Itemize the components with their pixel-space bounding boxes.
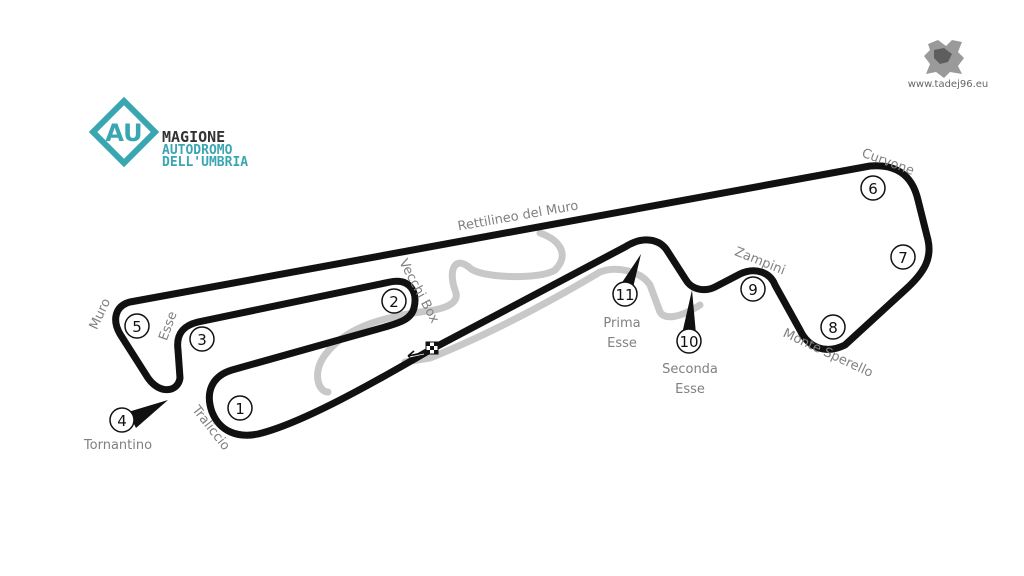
corner-marker-7: 7 (890, 244, 916, 270)
corner-marker-11: 11 (612, 254, 641, 307)
label-curvone: Curvone (860, 146, 916, 179)
corner-markers: 1 2 3 4 5 6 7 8 (109, 175, 916, 433)
direction-arrow-icon (407, 350, 423, 360)
svg-text:7: 7 (898, 249, 908, 267)
corner-marker-6: 6 (860, 175, 886, 201)
logo-line-umbria: DELL'UMBRIA (162, 155, 248, 170)
label-seconda: Seconda (662, 362, 718, 377)
svg-text:3: 3 (197, 331, 207, 349)
old-layout (314, 229, 704, 396)
label-seconda-esse: Esse (675, 382, 705, 397)
watermark: www.tadej96.eu (908, 40, 989, 90)
svg-text:8: 8 (828, 319, 838, 337)
corner-marker-8: 8 (820, 314, 846, 340)
logo-line-magione: MAGIONE (162, 128, 225, 146)
logo-diamond-icon (88, 96, 160, 168)
svg-text:4: 4 (117, 412, 127, 430)
watermark-url: www.tadej96.eu (908, 79, 989, 90)
corner-marker-9: 9 (740, 276, 766, 302)
corner-marker-5: 5 (124, 313, 150, 339)
race-track (112, 162, 933, 439)
lion-crest-icon (924, 40, 964, 78)
logo-badge: AU (105, 119, 142, 147)
label-prima: Prima (603, 316, 640, 331)
label-prima-esse: Esse (607, 336, 637, 351)
svg-text:2: 2 (389, 293, 399, 311)
svg-text:9: 9 (748, 281, 758, 299)
corner-marker-10: 10 (676, 290, 702, 354)
corner-marker-1: 1 (227, 395, 253, 421)
svg-text:5: 5 (132, 318, 142, 336)
svg-text:11: 11 (615, 286, 634, 304)
svg-text:10: 10 (679, 333, 698, 351)
old-layout-esse (401, 265, 704, 366)
old-layout-vecchi-box (314, 229, 566, 396)
corner-marker-2: 2 (381, 288, 407, 314)
svg-text:6: 6 (868, 180, 878, 198)
corner-marker-4: 4 (109, 400, 168, 433)
start-finish-flag-icon (407, 341, 439, 360)
logo-line-autodromo: AUTODROMO (162, 143, 233, 158)
label-tornantino: Tornantino (83, 438, 152, 453)
svg-text:1: 1 (235, 400, 245, 418)
label-muro: Muro (87, 296, 114, 332)
corner-marker-3: 3 (189, 326, 215, 352)
circuit-logo: AU MAGIONE AUTODROMO DELL'UMBRIA (88, 96, 248, 170)
